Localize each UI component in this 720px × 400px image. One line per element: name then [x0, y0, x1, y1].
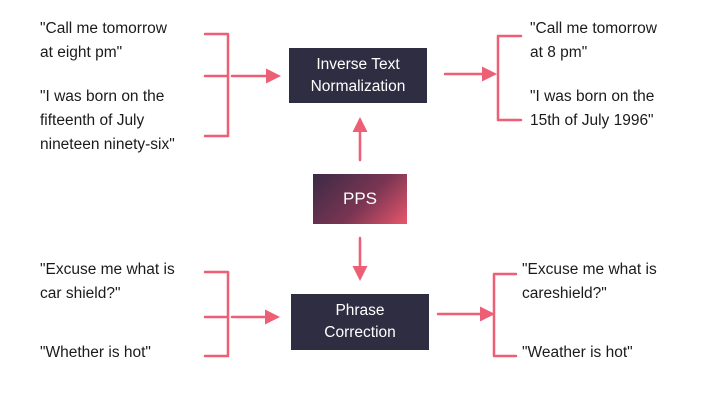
phrase-output-bracket — [492, 272, 518, 358]
itn-output-bracket — [496, 34, 523, 122]
itn-output-example: "I was born on the 15th of July 1996" — [530, 88, 655, 129]
itn-input-bracket — [203, 32, 230, 138]
phrase-output-example: "Weather is hot" — [522, 344, 633, 361]
pps-box: PPS — [313, 174, 407, 224]
phrase-output-example: "Excuse me what is careshield?" — [522, 261, 657, 302]
phrase-input-example: "Whether is hot" — [40, 344, 151, 361]
phrase-correction-box: Phrase Correction — [291, 294, 429, 350]
itn-output-example: "Call me tomorrow at 8 pm" — [530, 20, 657, 61]
phrase-input-bracket — [203, 270, 230, 358]
itn-input-example: "Call me tomorrow at eight pm" — [40, 20, 167, 61]
inverse-text-normalization-box: Inverse Text Normalization — [289, 48, 427, 103]
phrase-input-example: "Excuse me what is car shield?" — [40, 261, 175, 302]
itn-input-example: "I was born on the fifteenth of July nin… — [40, 88, 175, 153]
